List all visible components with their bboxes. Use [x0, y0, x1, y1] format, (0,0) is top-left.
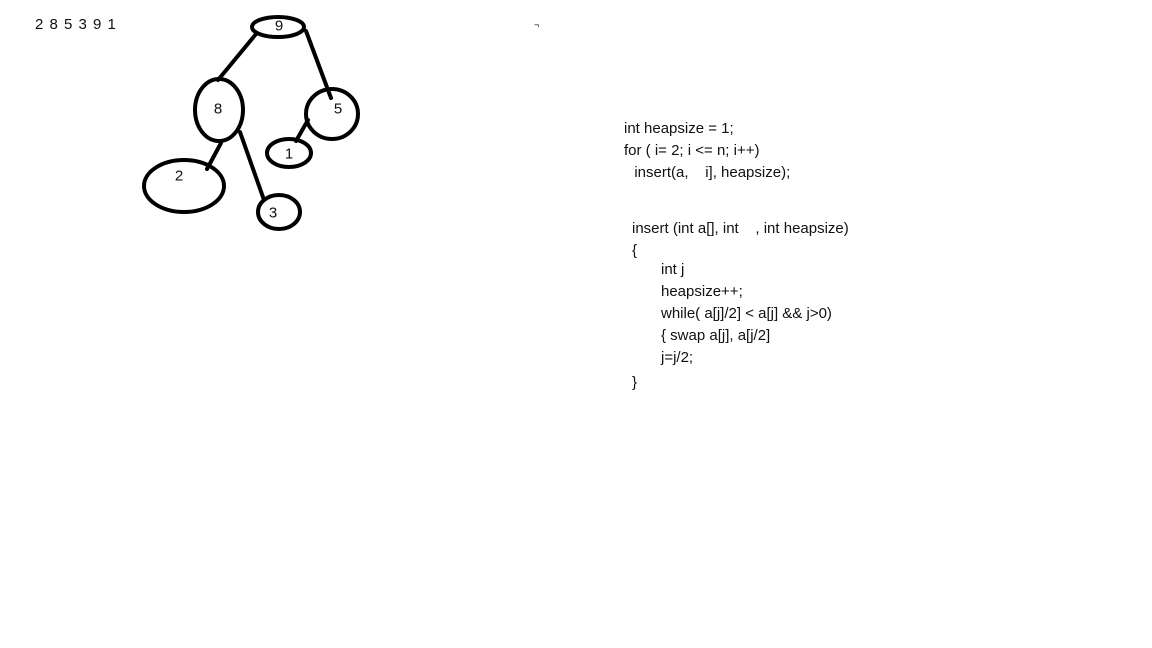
- code-line-open-brace: {: [632, 242, 638, 259]
- code-line-heapsize-increment: heapsize++;: [661, 283, 743, 300]
- array-text: 2 8 5 3 9 1: [35, 16, 117, 33]
- node-1-label: 1: [284, 145, 294, 163]
- code-line-swap: { swap a[j], a[j/2]: [661, 327, 771, 344]
- stray-mark: ¬: [534, 20, 540, 30]
- node-2-label: 2: [174, 167, 184, 185]
- code-line-j-half: j=j/2;: [661, 349, 694, 366]
- edge-9-8: [216, 32, 258, 82]
- node-1-shape: [265, 137, 313, 169]
- node-9-label: 9: [274, 17, 284, 35]
- edge-9-5: [304, 29, 333, 100]
- node-5-shape: [304, 87, 360, 141]
- node-9-shape: [250, 15, 306, 39]
- node-8-label: 8: [213, 100, 223, 118]
- code-line-for-loop: for ( i= 2; i <= n; i++): [624, 142, 760, 159]
- edge-8-3: [238, 130, 266, 202]
- code-line-insert-call: insert(a, i], heapsize);: [626, 164, 791, 181]
- node-3-label: 3: [268, 204, 278, 222]
- node-3-shape: [256, 193, 302, 231]
- node-8-shape: [193, 77, 245, 143]
- code-line-heapsize-init: int heapsize = 1;: [624, 120, 734, 137]
- code-line-int-j: int j: [661, 261, 685, 278]
- code-line-while: while( a[j]/2] < a[j] && j>0): [661, 305, 832, 322]
- node-2-shape: [142, 158, 226, 214]
- code-line-close-brace: }: [632, 374, 638, 391]
- node-5-label: 5: [333, 100, 343, 118]
- code-line-insert-signature: insert (int a[], int , int heapsize): [632, 220, 849, 237]
